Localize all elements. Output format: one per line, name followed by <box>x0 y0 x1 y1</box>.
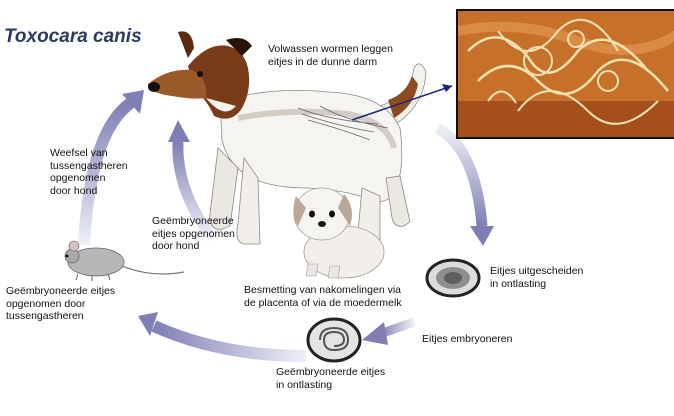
label-tissue-paratenic-host: Weefsel van tussengastheren opgenomen do… <box>50 147 128 197</box>
label-eggs-by-paratenic-host: Geëmbryoneerde eitjes opgenomen door tus… <box>6 285 116 322</box>
arrow-eggs-to-dog <box>172 141 217 242</box>
label-eggs-excreted: Eitjes uitgescheiden in ontlasting <box>490 265 584 290</box>
label-embryonated-eggs-feces: Geëmbryoneerde eitjes in ontlasting <box>276 366 386 391</box>
arrowhead-eggs-excreted <box>470 226 494 246</box>
arrow-to-paratenic-host <box>151 320 307 362</box>
puppy-illustration <box>293 187 385 279</box>
arrowhead-eggs-to-dog <box>168 120 190 142</box>
worms-photo <box>456 9 674 139</box>
egg-excreted-icon <box>425 258 481 298</box>
arrow-to-eggs-excreted <box>435 123 488 227</box>
label-adult-worms: Volwassen wormen leggen eitjes in de dun… <box>268 43 393 68</box>
arrow-mouse-to-dog <box>78 97 136 246</box>
label-eggs-by-dog: Geëmbryoneerde eitjes opgenomen door hon… <box>152 215 235 252</box>
diagram-title: Toxocara canis <box>4 26 142 47</box>
egg-embryonated-icon <box>306 317 362 363</box>
mouse-illustration <box>64 240 185 281</box>
label-transmission-offspring: Besmetting van nakomelingen via de place… <box>244 284 402 309</box>
arrowhead-paratenic-host <box>138 312 158 336</box>
label-eggs-embryonate: Eitjes embryoneren <box>422 333 513 345</box>
worms-photo-drawing <box>458 11 674 137</box>
arrowhead-eggs-embryonate <box>362 322 388 345</box>
arrowhead-mouse-to-dog <box>122 90 144 114</box>
